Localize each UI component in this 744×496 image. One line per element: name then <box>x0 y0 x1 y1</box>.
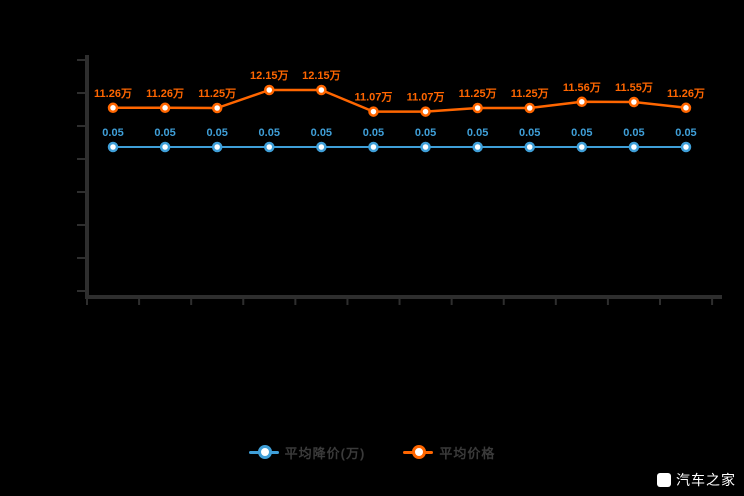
data-point-marker[interactable] <box>628 141 640 153</box>
data-point-marker[interactable] <box>107 102 119 114</box>
data-point-marker[interactable] <box>576 96 588 108</box>
data-point-marker[interactable] <box>159 141 171 153</box>
line-circle-legend-marker-icon <box>248 445 279 459</box>
data-point-marker[interactable] <box>368 106 379 117</box>
data-point-marker[interactable] <box>680 141 692 153</box>
data-label: 0.05 <box>571 127 592 139</box>
data-label: 0.05 <box>206 127 227 139</box>
legend-label: 平均降价(万) <box>284 445 366 461</box>
legend-label: 平均价格 <box>439 445 496 461</box>
data-label: 11.07万 <box>407 91 445 104</box>
data-point-marker[interactable] <box>316 141 327 153</box>
data-label: 11.26万 <box>667 87 705 100</box>
data-point-marker[interactable] <box>159 102 171 114</box>
data-point-marker[interactable] <box>576 141 588 153</box>
data-label: 11.26万 <box>146 87 184 100</box>
data-point-marker[interactable] <box>524 102 535 114</box>
data-point-marker[interactable] <box>264 84 275 96</box>
data-point-marker[interactable] <box>472 141 483 153</box>
data-label: 12.15万 <box>302 69 341 82</box>
data-point-marker[interactable] <box>420 106 431 117</box>
data-label: 0.05 <box>623 127 644 139</box>
data-label: 11.26万 <box>94 87 132 100</box>
data-label: 0.05 <box>259 127 280 139</box>
line-circle-legend-marker-icon <box>403 445 434 459</box>
autohome-logo-icon <box>657 473 671 487</box>
data-label: 0.05 <box>363 127 384 139</box>
data-point-marker[interactable] <box>472 102 483 114</box>
data-point-marker[interactable] <box>211 141 223 153</box>
data-label: 11.25万 <box>198 87 236 100</box>
legend-item-average-price[interactable]: 平均价格 <box>403 443 495 462</box>
data-point-marker[interactable] <box>628 96 640 108</box>
data-point-marker[interactable] <box>524 141 535 153</box>
data-point-marker[interactable] <box>211 102 223 114</box>
data-label: 11.56万 <box>563 81 601 94</box>
watermark: 汽车之家 <box>657 470 736 490</box>
data-label: 0.05 <box>467 127 488 139</box>
series-line-price <box>111 88 688 113</box>
data-label: 11.07万 <box>354 91 392 104</box>
watermark-text: 汽车之家 <box>676 472 736 488</box>
data-point-marker[interactable] <box>107 141 119 153</box>
data-label: 0.05 <box>154 127 175 139</box>
data-point-marker[interactable] <box>420 141 431 153</box>
data-point-marker[interactable] <box>264 141 275 153</box>
data-point-marker[interactable] <box>316 84 327 96</box>
data-point-marker[interactable] <box>368 141 379 153</box>
data-label: 11.25万 <box>459 87 497 100</box>
data-label: 11.25万 <box>511 87 549 100</box>
data-label: 0.05 <box>102 127 123 139</box>
data-label: 0.05 <box>311 127 332 139</box>
chart-legend: 平均降价(万) 平均价格 <box>0 440 744 464</box>
data-label: 12.15万 <box>250 69 289 82</box>
data-label: 0.05 <box>415 127 436 139</box>
legend-item-average-discount[interactable]: 平均降价(万) <box>248 443 366 462</box>
data-label: 0.05 <box>519 127 540 139</box>
data-point-marker[interactable] <box>680 102 692 114</box>
data-label: 0.05 <box>675 127 696 139</box>
data-label: 11.55万 <box>615 81 653 94</box>
